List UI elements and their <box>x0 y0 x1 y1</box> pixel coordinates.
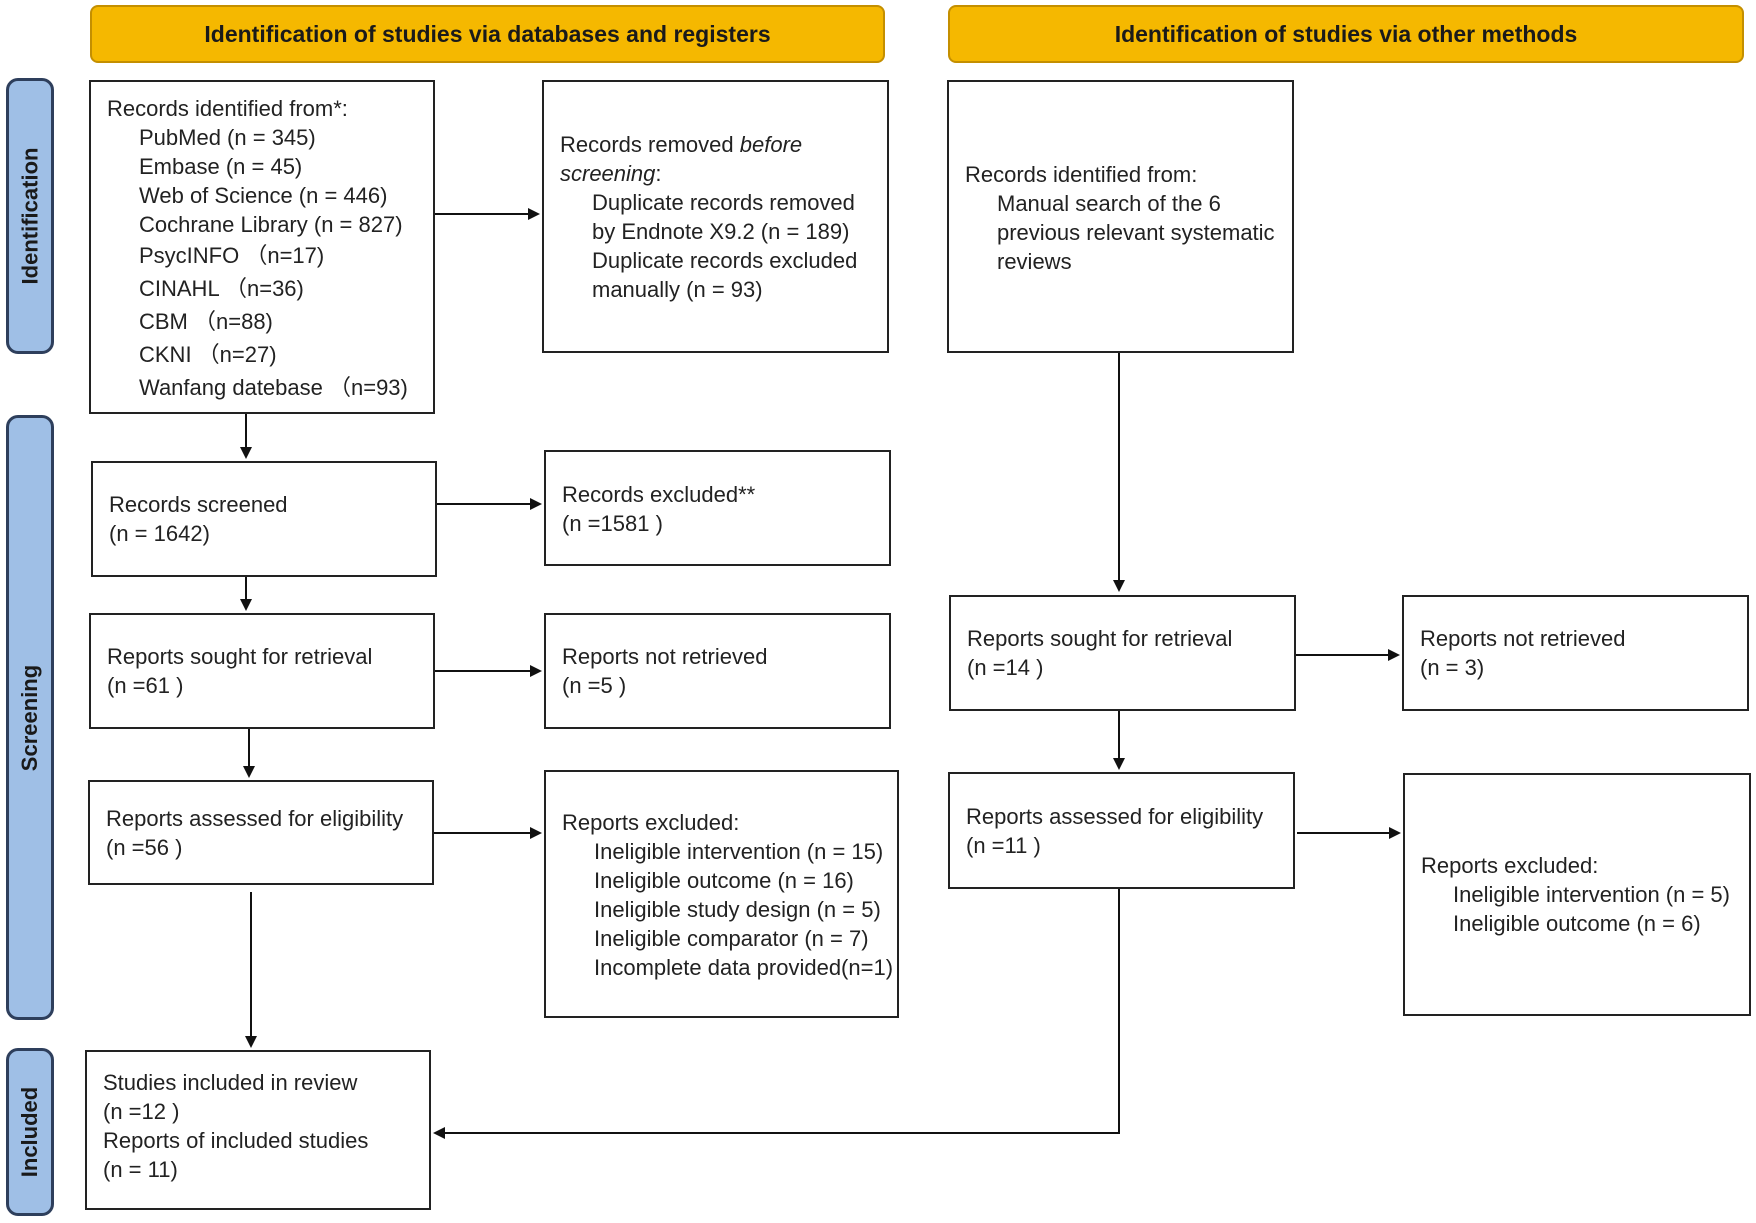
reports-excluded-item: Ineligible outcome (n = 16) <box>594 868 854 893</box>
box-studies-included: Studies included in review (n =12 ) Repo… <box>85 1050 431 1210</box>
box-reports-not-retrieved: Reports not retrieved (n =5 ) <box>544 613 891 729</box>
records-screened-title: Records screened <box>109 492 288 517</box>
other-reports-sought-title: Reports sought for retrieval <box>967 626 1233 651</box>
reports-excluded-items: Ineligible intervention (n = 15) Ineligi… <box>562 837 894 982</box>
records-removed-item: manually (n = 93) <box>592 277 763 302</box>
other-reports-sought-count: (n =14 ) <box>967 655 1044 680</box>
header-other-methods-label: Identification of studies via other meth… <box>1114 20 1578 47</box>
reports-not-retrieved-count: (n =5 ) <box>562 673 627 698</box>
source-psycinfo: PsycINFO （n=17) <box>139 243 325 268</box>
source-cbm: CBM （n=88) <box>139 309 273 334</box>
reports-excluded-title: Reports excluded: <box>562 810 740 835</box>
other-reports-not-retrieved-title: Reports not retrieved <box>1420 626 1626 651</box>
box-reports-sought: Reports sought for retrieval (n =61 ) <box>89 613 435 729</box>
other-records-identified-title: Records identified from: <box>965 162 1198 187</box>
records-removed-item: by Endnote X9.2 (n = 189) <box>592 219 850 244</box>
source-embase: Embase (n = 45) <box>139 154 303 179</box>
phase-included: Included <box>6 1048 54 1216</box>
source-ckni: CKNI （n=27) <box>139 342 277 367</box>
records-removed-title-italic-2: screening <box>560 161 656 186</box>
other-reports-excluded-item: Ineligible outcome (n = 6) <box>1453 911 1701 936</box>
box-other-reports-assessed: Reports assessed for eligibility (n =11 … <box>948 772 1295 889</box>
other-reports-assessed-count: (n =11 ) <box>966 832 1041 858</box>
box-other-reports-sought: Reports sought for retrieval (n =14 ) <box>949 595 1296 711</box>
records-removed-item: Duplicate records excluded <box>592 248 858 273</box>
arrow-other-assessed-to-included <box>433 889 1120 1139</box>
other-records-identified-item: Manual search of the 6 <box>997 191 1221 216</box>
source-cinahl: CINAHL （n=36) <box>139 276 304 301</box>
box-records-excluded: Records excluded** (n =1581 ) <box>544 450 891 566</box>
reports-assessed-count: (n =56 ) <box>106 835 183 860</box>
other-records-identified-items: Manual search of the 6 previous relevant… <box>965 189 1276 276</box>
records-removed-title: Records removed before <box>560 130 871 159</box>
records-removed-item: Duplicate records removed <box>592 190 855 215</box>
box-records-screened: Records screened (n = 1642) <box>91 461 437 577</box>
reports-excluded-item: Ineligible comparator (n = 7) <box>594 926 869 951</box>
records-excluded-count: (n =1581 ) <box>562 511 663 536</box>
included-reports-count: (n = 11) <box>103 1157 178 1182</box>
records-removed-items: Duplicate records removed by Endnote X9.… <box>560 188 871 304</box>
phase-identification: Identification <box>6 78 54 354</box>
other-reports-not-retrieved-count: (n = 3) <box>1420 655 1485 680</box>
box-records-identified: Records identified from*: PubMed (n = 34… <box>89 80 435 414</box>
source-web-of-science: Web of Science (n = 446) <box>139 183 388 208</box>
header-other-methods: Identification of studies via other meth… <box>948 5 1744 63</box>
records-removed-title-2: screening: <box>560 159 871 188</box>
other-reports-excluded-title: Reports excluded: <box>1421 853 1599 878</box>
other-records-identified-item: previous relevant systematic <box>997 220 1275 245</box>
box-records-removed: Records removed before screening: Duplic… <box>542 80 889 353</box>
records-identified-sources: PubMed (n = 345) Embase (n = 45) Web of … <box>107 123 417 402</box>
reports-sought-title: Reports sought for retrieval <box>107 644 373 669</box>
box-other-reports-excluded: Reports excluded: Ineligible interventio… <box>1403 773 1751 1016</box>
source-wanfang: Wanfang datebase （n=93) <box>139 375 408 400</box>
records-identified-title: Records identified from*: <box>107 96 348 121</box>
reports-assessed-title: Reports assessed for eligibility <box>106 806 404 831</box>
records-removed-title-suffix: : <box>655 161 662 186</box>
box-reports-excluded: Reports excluded: Ineligible interventio… <box>544 770 899 1018</box>
included-studies-label: Studies included in review <box>103 1070 358 1095</box>
source-cochrane: Cochrane Library (n = 827) <box>139 212 403 237</box>
records-removed-title-prefix: Records removed <box>560 132 740 157</box>
header-databases-label: Identification of studies via databases … <box>204 20 771 47</box>
reports-not-retrieved-title: Reports not retrieved <box>562 644 768 669</box>
other-reports-excluded-items: Ineligible intervention (n = 5) Ineligib… <box>1421 880 1733 938</box>
source-pubmed: PubMed (n = 345) <box>139 125 316 150</box>
box-other-reports-not-retrieved: Reports not retrieved (n = 3) <box>1402 595 1749 711</box>
reports-excluded-item: Ineligible study design (n = 5) <box>594 897 881 922</box>
box-reports-assessed: Reports assessed for eligibility (n =56 … <box>88 780 434 885</box>
box-other-records-identified: Records identified from: Manual search o… <box>947 80 1294 353</box>
included-reports-label: Reports of included studies <box>103 1128 369 1153</box>
phase-screening: Screening <box>6 415 54 1020</box>
other-reports-assessed-title: Reports assessed for eligibility <box>966 803 1264 829</box>
records-screened-count: (n = 1642) <box>109 521 210 546</box>
other-reports-excluded-item: Ineligible intervention (n = 5) <box>1453 882 1730 907</box>
reports-excluded-item: Incomplete data provided(n=1) <box>594 955 894 980</box>
records-excluded-title: Records excluded** <box>562 482 756 507</box>
reports-excluded-item: Ineligible intervention (n = 15) <box>594 839 884 864</box>
reports-sought-count: (n =61 ) <box>107 673 184 698</box>
records-removed-title-italic-1: before <box>739 132 803 157</box>
header-databases: Identification of studies via databases … <box>90 5 885 63</box>
other-records-identified-item: reviews <box>997 249 1072 274</box>
included-studies-count: (n =12 ) <box>103 1099 180 1124</box>
